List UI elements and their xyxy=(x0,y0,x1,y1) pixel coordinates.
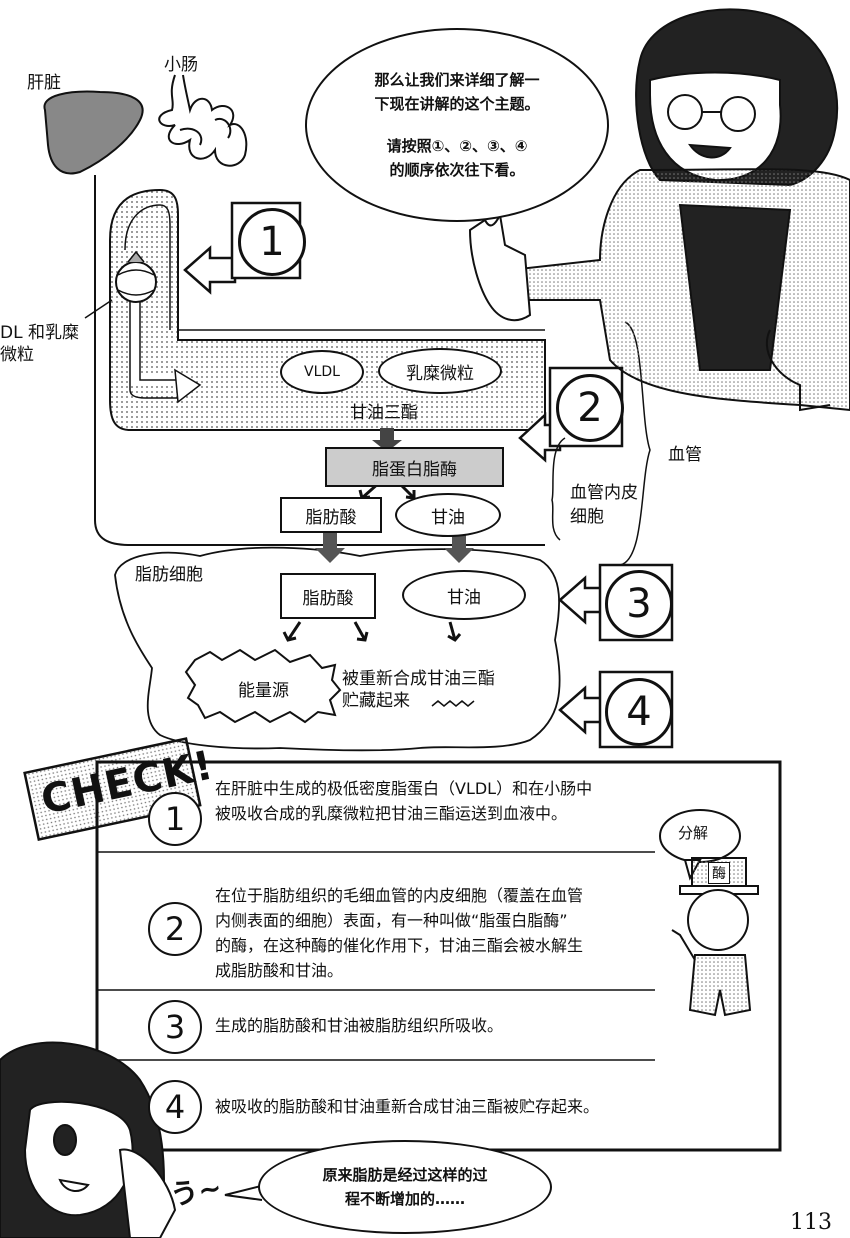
bottom-bubble-line-1: 原来脂肪是经过这样的过 xyxy=(322,1166,488,1184)
check-number-1: 1 xyxy=(148,792,202,846)
top-speech-bubble: 那么让我们来详细了解一 下现在讲解的这个主题。 请按照①、②、③、④ 的顺序依次… xyxy=(305,28,609,222)
top-bubble-line-2: 下现在讲解的这个主题。 xyxy=(374,95,540,113)
bottom-bubble-line-2: 程不断增加的…… xyxy=(344,1190,465,1208)
triglyceride-label: 甘油三酯 xyxy=(350,403,418,423)
mascot-hat-label: 酶 xyxy=(708,862,730,884)
endothelial-label-1: 血管内皮 xyxy=(570,483,638,503)
top-bubble-line-1: 那么让我们来详细了解一 xyxy=(374,71,540,89)
check-item-3-line-1: 生成的脂肪酸和甘油被脂肪组织所吸收。 xyxy=(215,1016,504,1035)
check-item-2-line-4: 成脂肪酸和甘油。 xyxy=(215,961,344,980)
intestine-label: 小肠 xyxy=(164,55,198,75)
female-character xyxy=(0,1041,177,1238)
page-number: 113 xyxy=(790,1210,832,1235)
check-item-2-line-3: 的酶，在这种酶的催化作用下，甘油三酯会被水解生 xyxy=(215,936,584,955)
resynthesis-label-2: 贮藏起来 xyxy=(342,691,410,711)
step-3-marker: 3 xyxy=(605,570,673,638)
check-item-4-line-1: 被吸收的脂肪酸和甘油重新合成甘油三酯被贮存起来。 xyxy=(215,1097,600,1116)
top-bubble-line-4: 的顺序依次往下看。 xyxy=(389,161,525,179)
vldl-side-label-1: DL 和乳糜 xyxy=(0,323,79,343)
bottom-speech-bubble: 原来脂肪是经过这样的过 程不断增加的…… xyxy=(258,1140,552,1234)
glycerol-oval-1: 甘油 xyxy=(395,493,501,537)
check-number-4: 4 xyxy=(148,1080,202,1134)
top-bubble-line-3: 请按照①、②、③、④ xyxy=(386,137,528,155)
check-item-1: 在肝脏中生成的极低密度脂蛋白（VLDL）和在小肠中 被吸收合成的乳糜微粒把甘油三… xyxy=(215,776,592,826)
vldl-side-label-2: 微粒 xyxy=(0,345,34,365)
fat-cell-label: 脂肪细胞 xyxy=(135,565,203,585)
step-2-marker: 2 xyxy=(556,374,624,442)
check-item-2-line-2: 内侧表面的细胞）表面，有一种叫做“脂蛋白脂酶” xyxy=(215,911,568,930)
fatty-acid-box-1: 脂肪酸 xyxy=(280,497,382,533)
resynthesis-label-1: 被重新合成甘油三酯 xyxy=(342,669,495,689)
intestine-shape xyxy=(158,74,248,167)
particle-shape xyxy=(115,261,157,303)
chylomicron-oval: 乳糜微粒 xyxy=(378,348,502,394)
blood-vessel-label: 血管 xyxy=(668,445,702,465)
step-4-marker: 4 xyxy=(605,678,673,746)
check-item-2-line-1: 在位于脂肪组织的毛细血管的内皮细胞（覆盖在血管 xyxy=(215,886,584,905)
check-item-4: 被吸收的脂肪酸和甘油重新合成甘油三酯被贮存起来。 xyxy=(215,1094,599,1119)
check-item-1-line-1: 在肝脏中生成的极低密度脂蛋白（VLDL）和在小肠中 xyxy=(215,779,593,798)
vldl-oval: VLDL xyxy=(280,350,364,394)
check-item-1-line-2: 被吸收合成的乳糜微粒把甘油三酯运送到血液中。 xyxy=(215,804,568,823)
endothelial-label-2: 细胞 xyxy=(570,507,604,527)
mascot-speech: 分解 xyxy=(678,824,709,842)
lipase-box: 脂蛋白脂酶 xyxy=(325,447,504,487)
liver-label: 肝脏 xyxy=(27,73,61,93)
fat-cell-cloud xyxy=(114,546,561,752)
energy-label: 能量源 xyxy=(238,681,289,701)
check-item-2: 在位于脂肪组织的毛细血管的内皮细胞（覆盖在血管 内侧表面的细胞）表面，有一种叫做… xyxy=(215,883,583,983)
liver-shape xyxy=(43,90,144,175)
check-number-2: 2 xyxy=(148,902,202,956)
step-1-marker: 1 xyxy=(238,208,306,276)
check-item-3: 生成的脂肪酸和甘油被脂肪组织所吸收。 xyxy=(215,1013,503,1038)
fatty-acid-box-2: 脂肪酸 xyxy=(280,573,376,619)
enzyme-mascot xyxy=(659,809,759,1017)
energy-burst xyxy=(184,648,342,724)
glycerol-oval-2: 甘油 xyxy=(402,570,526,620)
male-character xyxy=(468,8,850,412)
check-number-3: 3 xyxy=(148,1000,202,1054)
